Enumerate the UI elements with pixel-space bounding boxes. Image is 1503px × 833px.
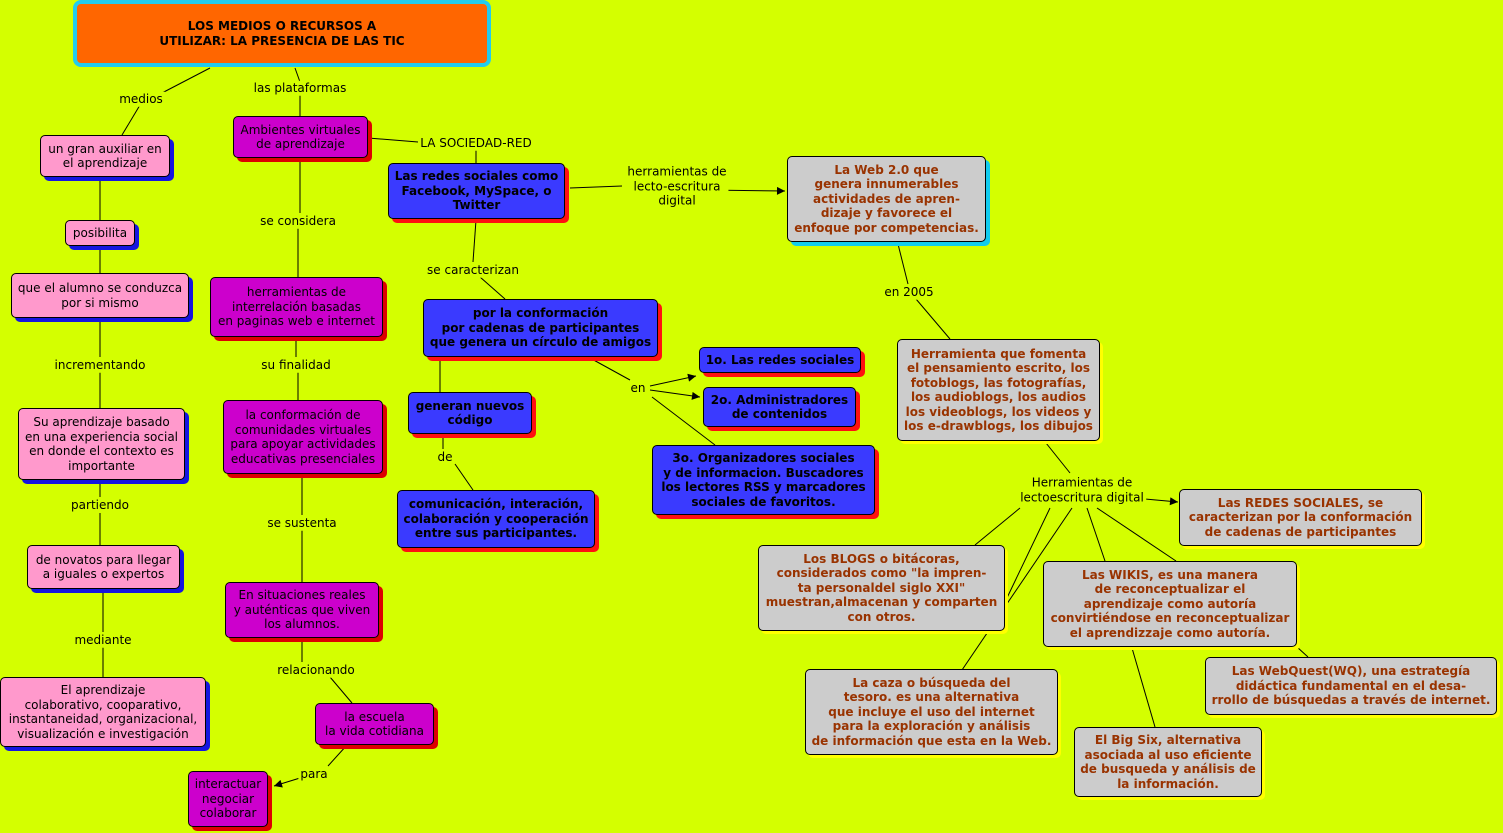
node-ambientes-virtuales[interactable]: Ambientes virtuales de aprendizaje [233,116,368,158]
node-aprendizaje-colaborativo[interactable]: El aprendizaje colaborativo, cooparativo… [0,677,206,747]
label-incrementando: incrementando [52,357,148,373]
label-medios: medios [117,91,165,107]
node-alumno-conduzca[interactable]: que el alumno se conduzca por si mismo [11,273,189,318]
node-big-six[interactable]: El Big Six, alternativa asociada al uso … [1074,727,1262,797]
label-su-finalidad: su finalidad [259,357,333,373]
node-herramientas-interrelacion[interactable]: herramientas de interrelación basadas en… [210,277,383,337]
node-aprendizaje-social[interactable]: Su aprendizaje basado en una experiencia… [18,408,185,480]
label-se-caracterizan: se caracterizan [425,262,521,278]
label-herramientas-lectoescritura-digital: Herramientas de lectoescritura digital [1018,475,1146,505]
main-title-node[interactable]: LOS MEDIOS O RECURSOS A UTILIZAR: LA PRE… [73,0,491,67]
node-comunidades-virtuales[interactable]: la conformación de comunidades virtuales… [223,400,383,474]
node-posibilita[interactable]: posibilita [65,220,135,246]
node-situaciones-reales[interactable]: En situaciones reales y auténticas que v… [225,582,379,638]
label-sociedad-red: LA SOCIEDAD-RED [418,135,534,151]
label-las-plataformas: las plataformas [251,80,349,96]
label-en: en [628,380,648,396]
node-redes-sociales-definicion[interactable]: Las REDES SOCIALES, se caracterizan por … [1179,489,1422,546]
node-conformacion-cadenas[interactable]: por la conformación por cadenas de parti… [423,299,658,357]
node-web-20[interactable]: La Web 2.0 que genera innumerables activ… [787,156,986,242]
label-para: para [298,766,330,782]
node-comunicacion-interacion[interactable]: comunicación, interación, colaboración y… [397,490,595,548]
label-se-sustenta: se sustenta [265,515,339,531]
node-novatos-expertos[interactable]: de novatos para llegar a iguales o exper… [27,545,180,589]
node-interactuar[interactable]: interactuar negociar colaborar [188,771,268,827]
node-caza-tesoro[interactable]: La caza o búsqueda del tesoro. es una al… [805,669,1058,755]
node-gran-auxiliar[interactable]: un gran auxiliar en el aprendizaje [40,135,170,177]
node-blogs[interactable]: Los BLOGS o bitácoras, considerados como… [758,545,1005,631]
node-webquest[interactable]: Las WebQuest(WQ), una estrategía didácti… [1205,657,1497,715]
label-partiendo: partiendo [69,497,131,513]
node-redes-sociales-facebook[interactable]: Las redes sociales como Facebook, MySpac… [388,163,565,219]
node-1o-redes-sociales[interactable]: 1o. Las redes sociales [699,347,861,373]
node-escuela-vida[interactable]: la escuela la vida cotidiana [315,703,434,745]
node-herramienta-fomenta[interactable]: Herramienta que fomenta el pensamiento e… [897,339,1100,441]
node-2o-administradores[interactable]: 2o. Administradores de contenidos [703,387,856,427]
node-wikis[interactable]: Las WIKIS, es una manera de reconceptual… [1043,561,1297,647]
label-se-considera: se considera [258,213,338,229]
label-herramientas-lecto-escritura: herramientas de lecto-escritura digital [625,164,729,208]
label-relacionando: relacionando [275,662,357,678]
node-3o-organizadores[interactable]: 3o. Organizadores sociales y de informac… [652,445,875,515]
label-en-2005: en 2005 [882,284,936,300]
label-de: de [435,449,455,465]
label-mediante: mediante [72,632,134,648]
node-nuevos-codigo[interactable]: generan nuevos código [408,392,532,434]
